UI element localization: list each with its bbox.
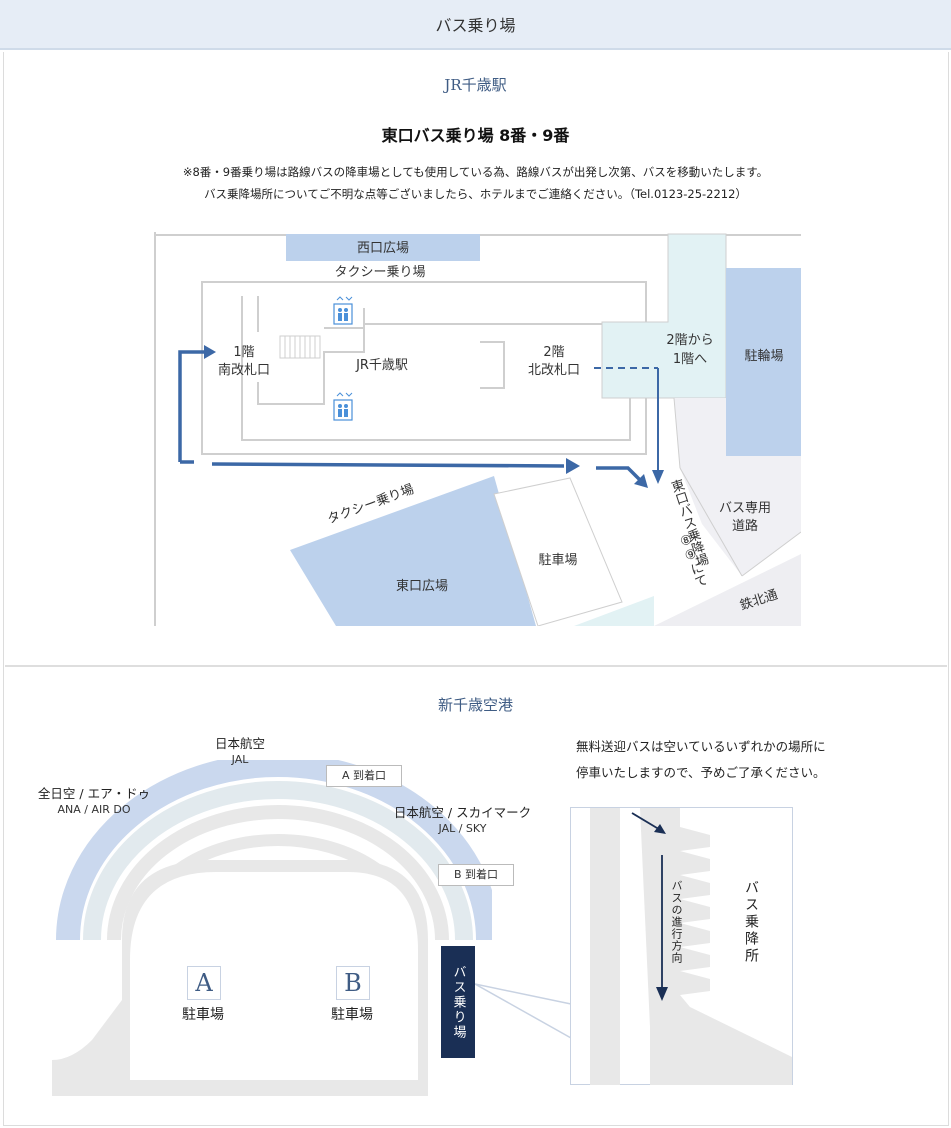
- ana-label: 全日空 / エア・ドゥ ANA / AIR DO: [24, 786, 164, 818]
- jal-code: JAL: [231, 753, 249, 766]
- jal-sky-name: 日本航空 / スカイマーク: [393, 805, 532, 820]
- bus-area-detail: [570, 807, 793, 1085]
- airport-bus-stop: バス乗り場: [441, 946, 475, 1058]
- south-gate-label: 南改札口: [218, 362, 270, 378]
- elevator-icon-top: [333, 296, 353, 325]
- north-gate-label: 北改札口: [528, 363, 580, 378]
- floor-change-label-1: 2階から: [666, 333, 713, 348]
- north-gate-floor-label: 2階: [543, 345, 564, 360]
- gate-a-label: A 到着口: [326, 765, 402, 787]
- bus-direction-label: バスの進行方向: [670, 880, 683, 964]
- stairs-icon: [279, 335, 321, 359]
- parking-lot: [493, 477, 623, 626]
- elevator-icon-bottom: [333, 392, 353, 421]
- jr-station-map: 西口広場 タクシー乗り場 1階 南改札口 JR千歳駅 2階 北改札口 2階から …: [154, 232, 801, 626]
- bus-lane-label-1: バス専用: [719, 501, 771, 516]
- jr-note-line-1: ※8番・9番乗り場は路線バスの降車場としても使用している為、路線バスが出発し次第…: [182, 165, 769, 179]
- parking-b-label: 駐車場: [331, 1007, 373, 1023]
- instruction-line-2: 停車いたしますので、予めご了承ください。: [576, 765, 826, 780]
- bicycle-parking-label: 駐輪場: [744, 348, 783, 364]
- content-frame: [3, 52, 949, 1126]
- airport-terminal-diagram: [52, 760, 492, 1096]
- parking-b-badge: B: [336, 966, 370, 1000]
- jr-note-line-2: バス乗降場所についてご不明な点等ございましたら、ホテルまでご連絡ください。（Te…: [204, 187, 747, 201]
- callout-lines: [475, 983, 572, 1039]
- floor-change-label-2: 1階へ: [673, 352, 707, 367]
- east-plaza: [290, 476, 536, 626]
- instruction-line-1: 無料送迎バスは空いているいずれかの場所に: [576, 739, 826, 754]
- page-title: バス乗り場: [435, 16, 516, 35]
- section-divider: [5, 665, 947, 667]
- bus-area-label: バス乗降所: [743, 880, 759, 965]
- gate-b-label: B 到着口: [438, 864, 514, 886]
- west-plaza: [286, 234, 480, 261]
- bus-lane-label-2: 道路: [732, 518, 758, 534]
- parking-a-badge: A: [187, 966, 221, 1000]
- bicycle-parking: [726, 268, 801, 456]
- taxi-stand-top-label: タクシー乗り場: [334, 265, 425, 280]
- airport-instruction: 無料送迎バスは空いているいずれかの場所に 停車いたしますので、予めご了承ください…: [576, 734, 936, 786]
- floor-connector-area: [601, 233, 727, 399]
- ana-code: ANA / AIR DO: [57, 803, 131, 816]
- route-arrows: [178, 350, 659, 482]
- east-plaza-label: 東口広場: [396, 578, 448, 594]
- page-header: バス乗り場: [0, 0, 951, 50]
- jal-sky-label: 日本航空 / スカイマーク JAL / SKY: [380, 805, 545, 837]
- jal-sky-code: JAL / SKY: [438, 822, 487, 835]
- jal-label: 日本航空 JAL: [195, 736, 285, 768]
- parking-a-label: 駐車場: [182, 1007, 224, 1023]
- jr-chitose-station-label: JR千歳駅: [355, 358, 408, 373]
- west-plaza-label: 西口広場: [357, 241, 409, 256]
- jr-section-title: JR千歳駅: [444, 76, 507, 94]
- south-gate-floor-label: 1階: [233, 345, 254, 360]
- ana-name: 全日空 / エア・ドゥ: [37, 786, 151, 801]
- airport-section-title: 新千歳空港: [437, 696, 513, 714]
- jal-name: 日本航空: [214, 736, 265, 751]
- parking-label: 駐車場: [538, 553, 577, 568]
- jr-bus-stop-title: 東口バス乗り場 8番・9番: [381, 126, 570, 145]
